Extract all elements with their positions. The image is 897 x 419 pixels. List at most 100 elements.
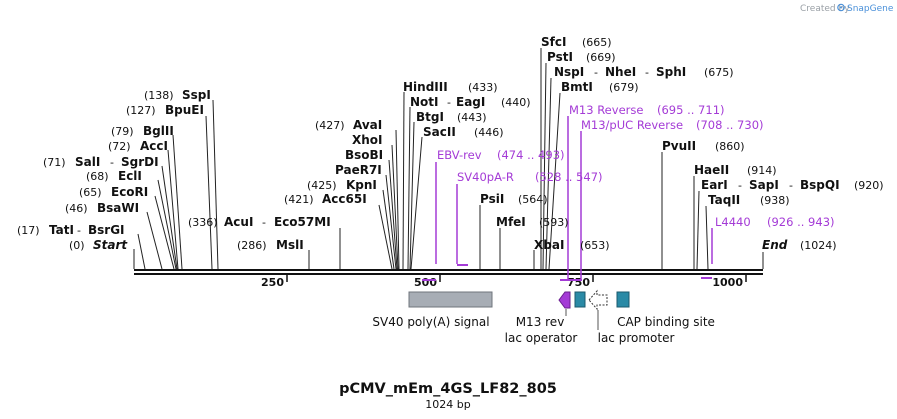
site-bpuei: BpuEI: [165, 103, 204, 117]
primer-m13-reverse: M13 Reverse: [569, 103, 643, 117]
dash-sali-sgrdi: -: [110, 156, 114, 169]
line-btgi: [409, 121, 415, 270]
tick-label-500: 500: [414, 276, 437, 289]
dash-noti-eagi: -: [447, 96, 451, 109]
site-haeii: HaeII: [694, 163, 729, 177]
pos-taqii: (938): [760, 194, 790, 207]
primer-lines: [422, 116, 713, 281]
dash-nspi-nhei: -: [594, 66, 598, 79]
site-sacii: SacII: [423, 125, 456, 139]
feature-labels: SV40 poly(A) signal M13 rev lac operator…: [372, 315, 715, 345]
site-end: End: [762, 238, 788, 252]
line-xhoi: [391, 144, 399, 270]
site-sphi: SphI: [656, 65, 686, 79]
site-bspqi: BspQI: [800, 178, 840, 192]
site-sapi: SapI: [749, 178, 779, 192]
line-psti: [542, 62, 547, 270]
line-tati-bsrgi: [137, 233, 146, 270]
site-bglii: BglII: [143, 124, 174, 138]
site-paer7i: PaeR7I: [335, 163, 382, 177]
primer-m13-puc-reverse: M13/pUC Reverse: [581, 118, 683, 132]
line-avai: [395, 129, 400, 270]
pos-sacii: (446): [474, 126, 504, 139]
label-cap-site: CAP binding site: [617, 315, 715, 329]
line-sspi: [212, 99, 219, 270]
site-sali: SalI: [75, 155, 100, 169]
pos-kpni: (425): [307, 179, 337, 192]
pos-xbai: (653): [580, 239, 610, 252]
site-sspi: SspI: [182, 88, 211, 102]
enzyme-labels-left: (17) TatI - BsrGI (0) Start (46) BsaWI (…: [17, 88, 331, 252]
site-nhei: NheI: [605, 65, 636, 79]
map-title: pCMV_mEm_4GS_LF82_805: [339, 381, 557, 397]
pos-bspqi: (920): [854, 179, 884, 192]
pos-start: (0): [69, 239, 85, 252]
primer-labels: EBV-rev (474 .. 493) SV40pA-R (528 .. 54…: [437, 103, 835, 229]
axis-ticks: 250 500 750 1000: [261, 275, 747, 289]
site-kpni: KpnI: [346, 178, 377, 192]
map-length: 1024 bp: [425, 398, 470, 411]
primer-m13-puc-reverse-range: (708 .. 730): [696, 118, 764, 132]
pos-acui: (336): [188, 216, 218, 229]
site-pvuii: PvuII: [662, 139, 696, 153]
pos-tati: (17): [17, 224, 40, 237]
pos-sspi: (138): [144, 89, 174, 102]
pos-sphi: (675): [704, 66, 734, 79]
pos-psti: (669): [586, 51, 616, 64]
site-avai: AvaI: [353, 118, 382, 132]
pos-ecori: (65): [79, 186, 102, 199]
line-acc65i: [378, 204, 393, 270]
site-psti: PstI: [547, 50, 573, 64]
pos-bpuei: (127): [126, 104, 156, 117]
dash-tati-bsrgi: -: [77, 224, 81, 237]
site-sfci: SfcI: [541, 35, 566, 49]
feature-lac-operator: [574, 291, 586, 308]
pos-end: (1024): [800, 239, 837, 252]
label-lac-operator: lac operator: [505, 331, 578, 345]
pos-btgi: (443): [457, 111, 487, 124]
cut-site-lines: [133, 48, 764, 270]
credit-text: Created by: [800, 4, 850, 14]
pos-hindiii: (433): [468, 81, 498, 94]
site-xhoi: XhoI: [352, 133, 383, 147]
line-sali-sgrdi: [161, 165, 178, 270]
dash-eari-sapi: -: [738, 179, 742, 192]
pos-psii: (564): [518, 193, 548, 206]
feature-sv40-polya: [408, 291, 493, 308]
feature-m13-rev-arrow: [558, 291, 571, 309]
enzyme-labels-middle: (421) Acc65I (425) KpnI PaeR7I BsoBI Xho…: [284, 80, 610, 252]
site-eagi: EagI: [456, 95, 485, 109]
dashed-arrow-left-icon: [588, 289, 608, 311]
pos-sali: (71): [43, 156, 66, 169]
site-bsawi: BsaWI: [97, 201, 139, 215]
line-nspi-nhei-sphi: [545, 77, 552, 270]
pos-bglii: (79): [111, 125, 134, 138]
site-xbai: XbaI: [534, 238, 564, 252]
line-hindiii: [402, 91, 405, 270]
label-m13-rev: M13 rev: [516, 315, 565, 329]
line-taqii: [705, 205, 709, 270]
sequence-backbone: [134, 269, 763, 275]
site-acui: AcuI: [224, 215, 253, 229]
site-ecli: EclI: [118, 169, 142, 183]
line-bmti: [548, 92, 561, 270]
pos-avai: (427): [315, 119, 345, 132]
site-psii: PsiI: [480, 192, 504, 206]
label-sv40-polya: SV40 poly(A) signal: [372, 315, 489, 329]
primer-m13-reverse-range: (695 .. 711): [657, 103, 725, 117]
primer-ebv-rev-range: (474 .. 493): [497, 148, 565, 162]
primer-l4440-range: (926 .. 943): [767, 215, 835, 229]
site-msli: MslI: [276, 238, 304, 252]
site-btgi: BtgI: [416, 110, 444, 124]
brand-text: SnapGene: [847, 4, 894, 14]
pos-noti-eagi: (440): [501, 96, 531, 109]
pos-acc65i: (421): [284, 193, 314, 206]
primer-sv40pa-r-range: (528 .. 547): [535, 170, 603, 184]
line-kpni: [382, 189, 395, 270]
primer-ebv-rev: EBV-rev: [437, 148, 482, 162]
line-ecli: [157, 179, 177, 270]
dash-acui-eco57mi: -: [262, 216, 266, 229]
tick-label-250: 250: [261, 276, 284, 289]
site-start: Start: [93, 238, 128, 252]
line-eari-sapi: [696, 190, 700, 270]
